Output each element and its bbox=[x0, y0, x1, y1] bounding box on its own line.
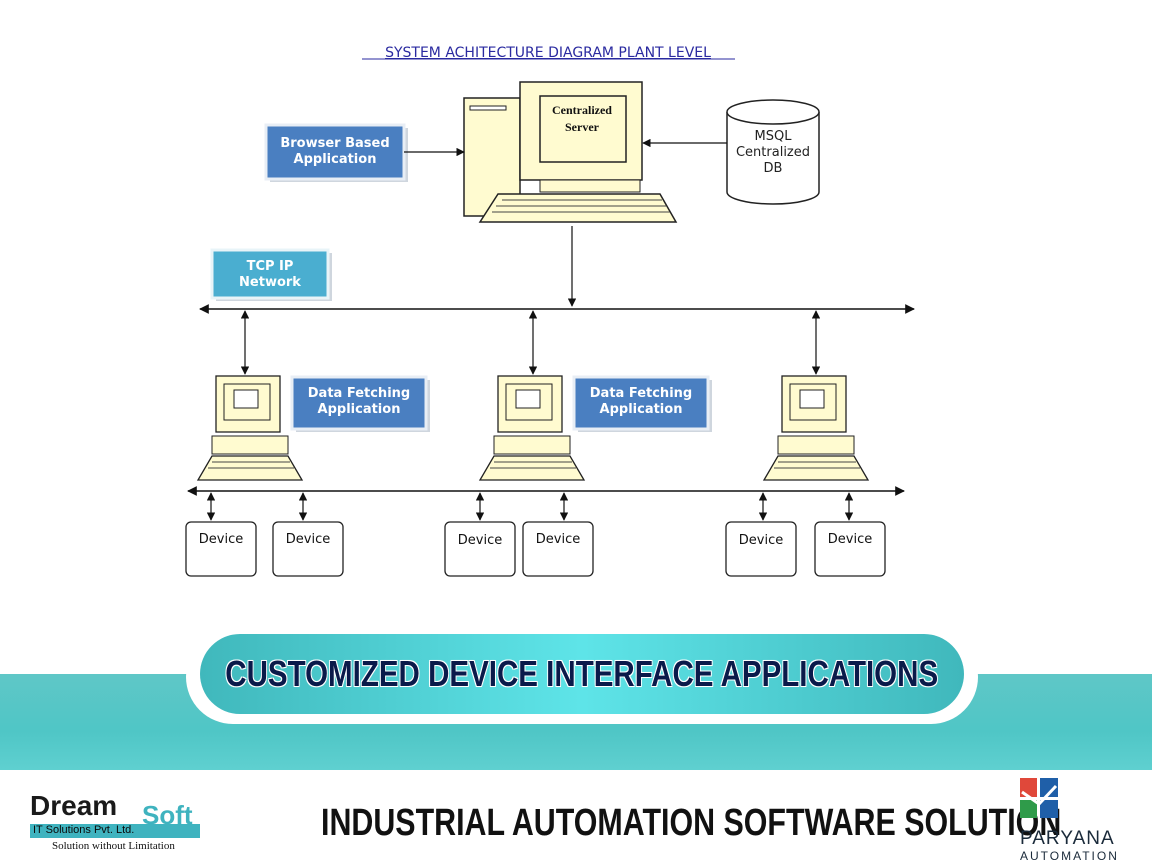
db-label-line3: DB bbox=[764, 161, 783, 176]
browser-app-label-line2: Application bbox=[294, 152, 377, 167]
database-icon bbox=[726, 99, 820, 205]
dreamsoft-logo-word2: Soft bbox=[142, 800, 193, 830]
db-label-line2: Centralized bbox=[736, 145, 810, 160]
network-label-line1: TCP IP bbox=[247, 259, 294, 274]
browser-app-label-line1: Browser Based bbox=[280, 136, 389, 151]
paryana-logo-name: PARYANA bbox=[1020, 828, 1115, 849]
device-box bbox=[725, 521, 797, 577]
diagram-title: SYSTEM ACHITECTURE DIAGRAM PLANT LEVEL bbox=[385, 45, 711, 61]
paryana-logo-mark-icon bbox=[1020, 778, 1058, 818]
browser-app-box bbox=[264, 123, 406, 181]
device-label: Device bbox=[536, 532, 580, 547]
client-computer-icon bbox=[478, 375, 586, 481]
device-label: Device bbox=[828, 532, 872, 547]
banner-title: CUSTOMIZED DEVICE INTERFACE APPLICATIONS bbox=[225, 653, 939, 694]
footer-title: INDUSTRIAL AUTOMATION SOFTWARE SOLUTION bbox=[321, 802, 1062, 844]
dreamsoft-logo-bar bbox=[30, 824, 200, 838]
dreamsoft-logo-word: Dream bbox=[30, 790, 118, 821]
data-fetch-app-box bbox=[572, 375, 710, 431]
dreamsoft-logo-tagline: Solution without Limitation bbox=[52, 840, 175, 852]
server-computer-icon bbox=[463, 81, 678, 223]
client-computer-icon bbox=[196, 375, 304, 481]
device-box bbox=[444, 521, 516, 577]
data-fetch-app-label-line2: Application bbox=[600, 402, 683, 417]
paryana-logo-sub: AUTOMATION bbox=[1020, 849, 1119, 863]
client-computer-icon bbox=[762, 375, 870, 481]
server-label-line2: Server bbox=[565, 120, 600, 134]
device-label: Device bbox=[739, 533, 783, 548]
data-fetch-app-label-line2: Application bbox=[318, 402, 401, 417]
device-label: Device bbox=[199, 532, 243, 547]
device-box bbox=[272, 521, 344, 577]
paryana-logo: PARYANA AUTOMATION bbox=[1010, 778, 1140, 864]
banner-pill: CUSTOMIZED DEVICE INTERFACE APPLICATIONS bbox=[200, 634, 964, 714]
architecture-diagram: SYSTEM ACHITECTURE DIAGRAM PLANT LEVEL C… bbox=[185, 45, 915, 577]
device-box bbox=[185, 521, 257, 577]
network-label-line2: Network bbox=[239, 275, 301, 290]
device-label: Device bbox=[458, 533, 502, 548]
device-box bbox=[814, 521, 886, 577]
device-box bbox=[522, 521, 594, 577]
db-label-line1: MSQL bbox=[755, 129, 793, 144]
data-fetch-app-box bbox=[290, 375, 428, 431]
dreamsoft-logo-sub: IT Solutions Pvt. Ltd. bbox=[33, 824, 135, 836]
data-fetch-app-label-line1: Data Fetching bbox=[308, 386, 410, 401]
footer: Dream Soft IT Solutions Pvt. Ltd. Soluti… bbox=[0, 770, 1152, 864]
dreamsoft-logo: Dream Soft IT Solutions Pvt. Ltd. Soluti… bbox=[30, 790, 210, 854]
data-fetch-app-label-line1: Data Fetching bbox=[590, 386, 692, 401]
device-label: Device bbox=[286, 532, 330, 547]
network-box bbox=[210, 248, 330, 300]
server-label-line1: Centralized bbox=[552, 103, 612, 117]
